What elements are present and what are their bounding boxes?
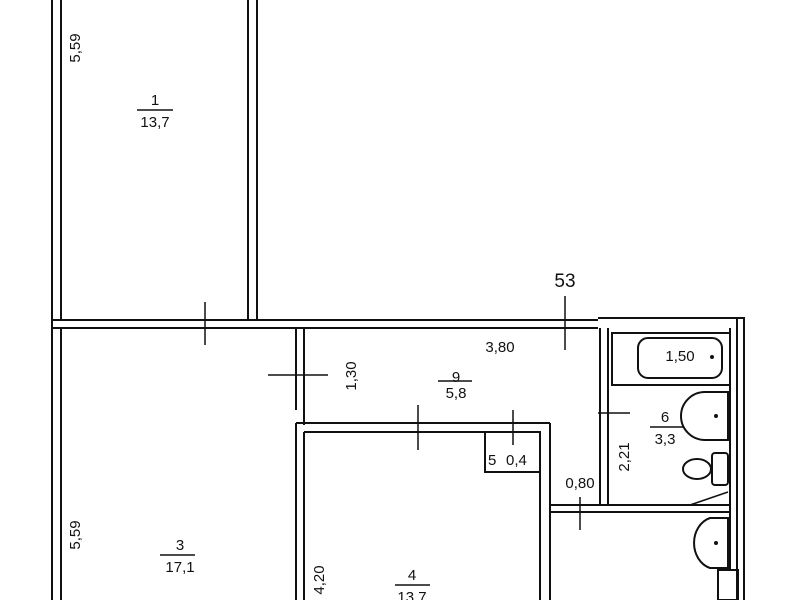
room-6-label: 6 3,3 bbox=[650, 409, 683, 448]
room-5-label: 5 0,4 bbox=[488, 452, 527, 469]
dimension-ticks bbox=[204, 296, 630, 530]
room-1-label: 1 13,7 bbox=[137, 92, 173, 131]
room-3-label: 3 17,1 bbox=[160, 537, 195, 576]
room-9-label: 9 5,8 bbox=[438, 369, 472, 402]
room-number: 6 bbox=[661, 409, 669, 426]
room-area: 13,7 bbox=[140, 114, 169, 131]
room-number: 5 bbox=[488, 452, 496, 469]
room-area: 0,4 bbox=[506, 452, 527, 469]
room4-width-dim: 4,20 bbox=[311, 565, 328, 594]
room-area: 13,7 bbox=[397, 589, 426, 600]
room1-length-dim: 5,59 bbox=[67, 33, 84, 62]
room-area: 3,3 bbox=[655, 431, 676, 448]
room-4-label: 4 13,7 bbox=[395, 567, 430, 600]
room-area: 5,8 bbox=[446, 385, 467, 402]
toilet bbox=[682, 452, 729, 506]
kitchen-sink bbox=[693, 517, 729, 569]
bathtub bbox=[611, 332, 731, 386]
walls bbox=[51, 0, 745, 600]
bath-length-dim: 1,50 bbox=[665, 348, 694, 365]
toilet-length-dim: 2,21 bbox=[616, 442, 633, 471]
apartment-number: 53 bbox=[554, 271, 575, 292]
hall-length-dim: 3,80 bbox=[485, 339, 514, 356]
room-area: 17,1 bbox=[165, 559, 194, 576]
room3-length-dim: 5,59 bbox=[67, 520, 84, 549]
room-number: 9 bbox=[452, 369, 460, 386]
room-number: 3 bbox=[176, 537, 184, 554]
sink bbox=[680, 391, 729, 441]
room-number: 1 bbox=[151, 92, 159, 109]
passage-width-dim: 0,80 bbox=[565, 475, 594, 492]
hall-width-dim: 1,30 bbox=[343, 361, 360, 390]
room-number: 4 bbox=[408, 567, 416, 584]
